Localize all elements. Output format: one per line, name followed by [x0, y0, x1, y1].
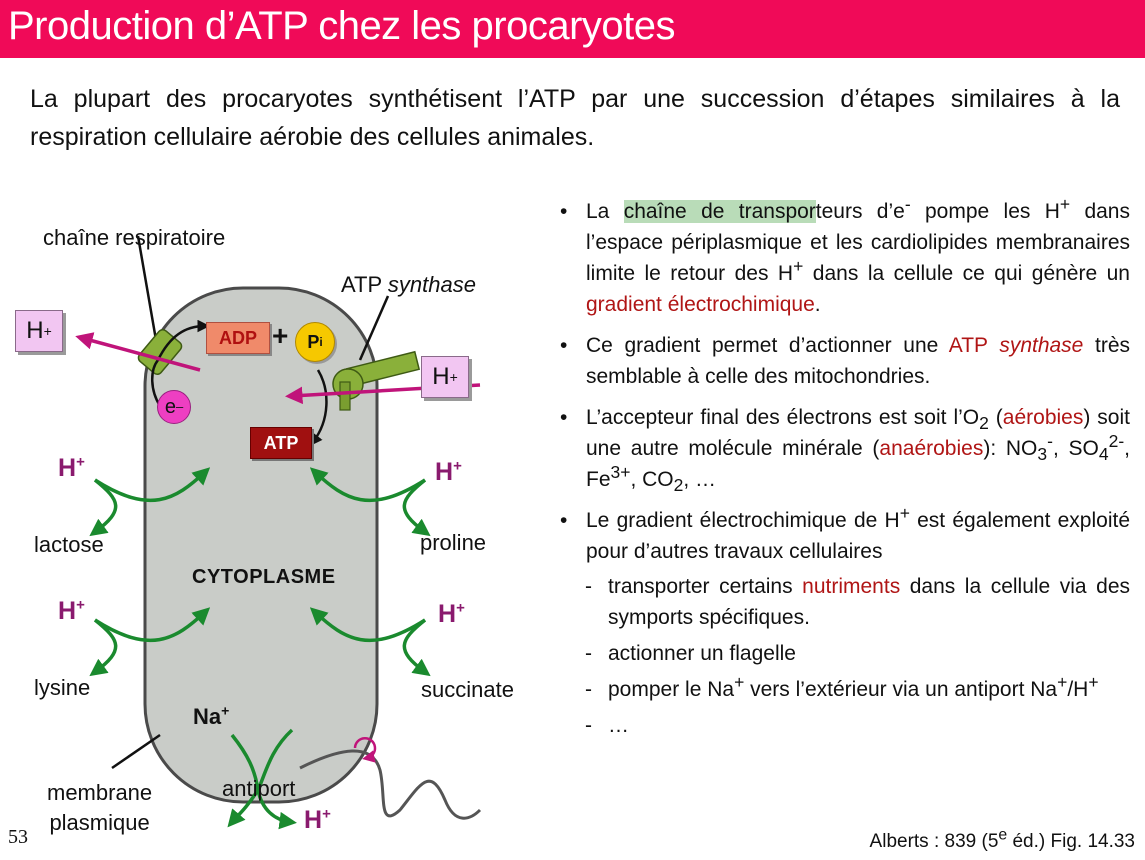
citation: Alberts : 839 (5e éd.) Fig. 14.33 — [869, 826, 1135, 852]
rotation-icon — [353, 736, 377, 763]
prokaryote-diagram: chaîne respiratoire ATP synthase H+ H+ A… — [0, 170, 530, 855]
adp-box: ADP — [206, 322, 270, 354]
subbullet-flagellum: actionner un flagelle — [558, 638, 1130, 669]
subbullet-sodium-pump: pomper le Na+ vers l’extérieur via un an… — [558, 673, 1130, 705]
label-atp-synthase: ATP synthase — [341, 272, 476, 297]
hplus-proline: H+ — [435, 457, 462, 486]
atp-box: ATP — [250, 427, 312, 459]
bullet-list: La chaîne de transporteurs d’e- pompe le… — [558, 195, 1130, 746]
label-lysine: lysine — [34, 675, 91, 700]
label-cytoplasm: CYTOPLASME — [192, 566, 336, 588]
title-bar: Production d’ATP chez les procaryotes — [0, 0, 1145, 58]
label-respiratory-chain: chaîne respiratoire — [43, 225, 226, 250]
label-sodium: Na+ — [193, 702, 230, 729]
subbullet-nutrients: transporter certains nutriments dans la … — [558, 571, 1130, 633]
bullet-respiratory-chain: La chaîne de transporteurs d’e- pompe le… — [558, 195, 1130, 320]
slide-number: 53 — [8, 826, 28, 848]
flagellum — [299, 749, 482, 820]
proton-pump-arrow — [75, 332, 201, 372]
label-lactose: lactose — [34, 532, 104, 557]
hplus-lysine: H+ — [58, 596, 85, 625]
antiport-arrows — [227, 728, 297, 830]
subbullet-ellipsis: … — [558, 710, 1130, 741]
label-antiport: antiport — [222, 776, 296, 801]
bullet-gradient-uses: Le gradient électrochimique de H+ est ég… — [558, 504, 1130, 567]
intro-paragraph: La plupart des procaryotes synthétisent … — [30, 85, 1120, 151]
hplus-lactose: H+ — [58, 453, 85, 482]
symport-lactose — [89, 467, 211, 537]
hplus-antiport: H+ — [304, 805, 331, 834]
bullet-atp-synthase: Ce gradient permet d’actionner une ATP s… — [558, 330, 1130, 392]
bullet-electron-acceptor: L’accepteur final des électrons est soit… — [558, 402, 1130, 495]
hplus-box-outside-right: H+ — [421, 356, 469, 398]
label-succinate: succinate — [421, 677, 514, 702]
slide-title: Production d’ATP chez les procaryotes — [8, 4, 676, 48]
diagram-graphics — [75, 235, 482, 830]
hplus-succinate: H+ — [438, 599, 465, 628]
plus-sign: + — [272, 320, 289, 351]
highlight-chain: chaîne de transpor — [623, 200, 816, 223]
symport-succinate — [309, 607, 431, 677]
hplus-box-outside-left: H+ — [15, 310, 63, 352]
symport-lysine — [89, 607, 211, 677]
symport-proline — [309, 467, 431, 537]
electron-circle: e– — [157, 390, 191, 424]
label-proline: proline — [420, 530, 487, 555]
